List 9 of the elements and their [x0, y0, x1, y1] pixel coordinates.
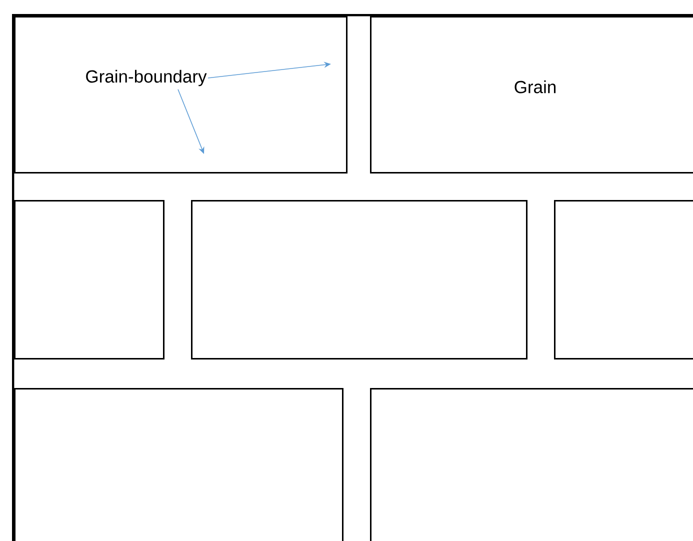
grain-box — [554, 200, 693, 360]
grain-box — [191, 200, 528, 360]
grain-box — [14, 16, 348, 174]
grain-box — [14, 388, 344, 541]
grain-box — [14, 200, 164, 360]
grain-box — [370, 388, 693, 541]
grain-box: Grain — [370, 16, 693, 174]
frame-box — [12, 14, 693, 541]
label-text: Grain-boundary — [86, 70, 207, 86]
